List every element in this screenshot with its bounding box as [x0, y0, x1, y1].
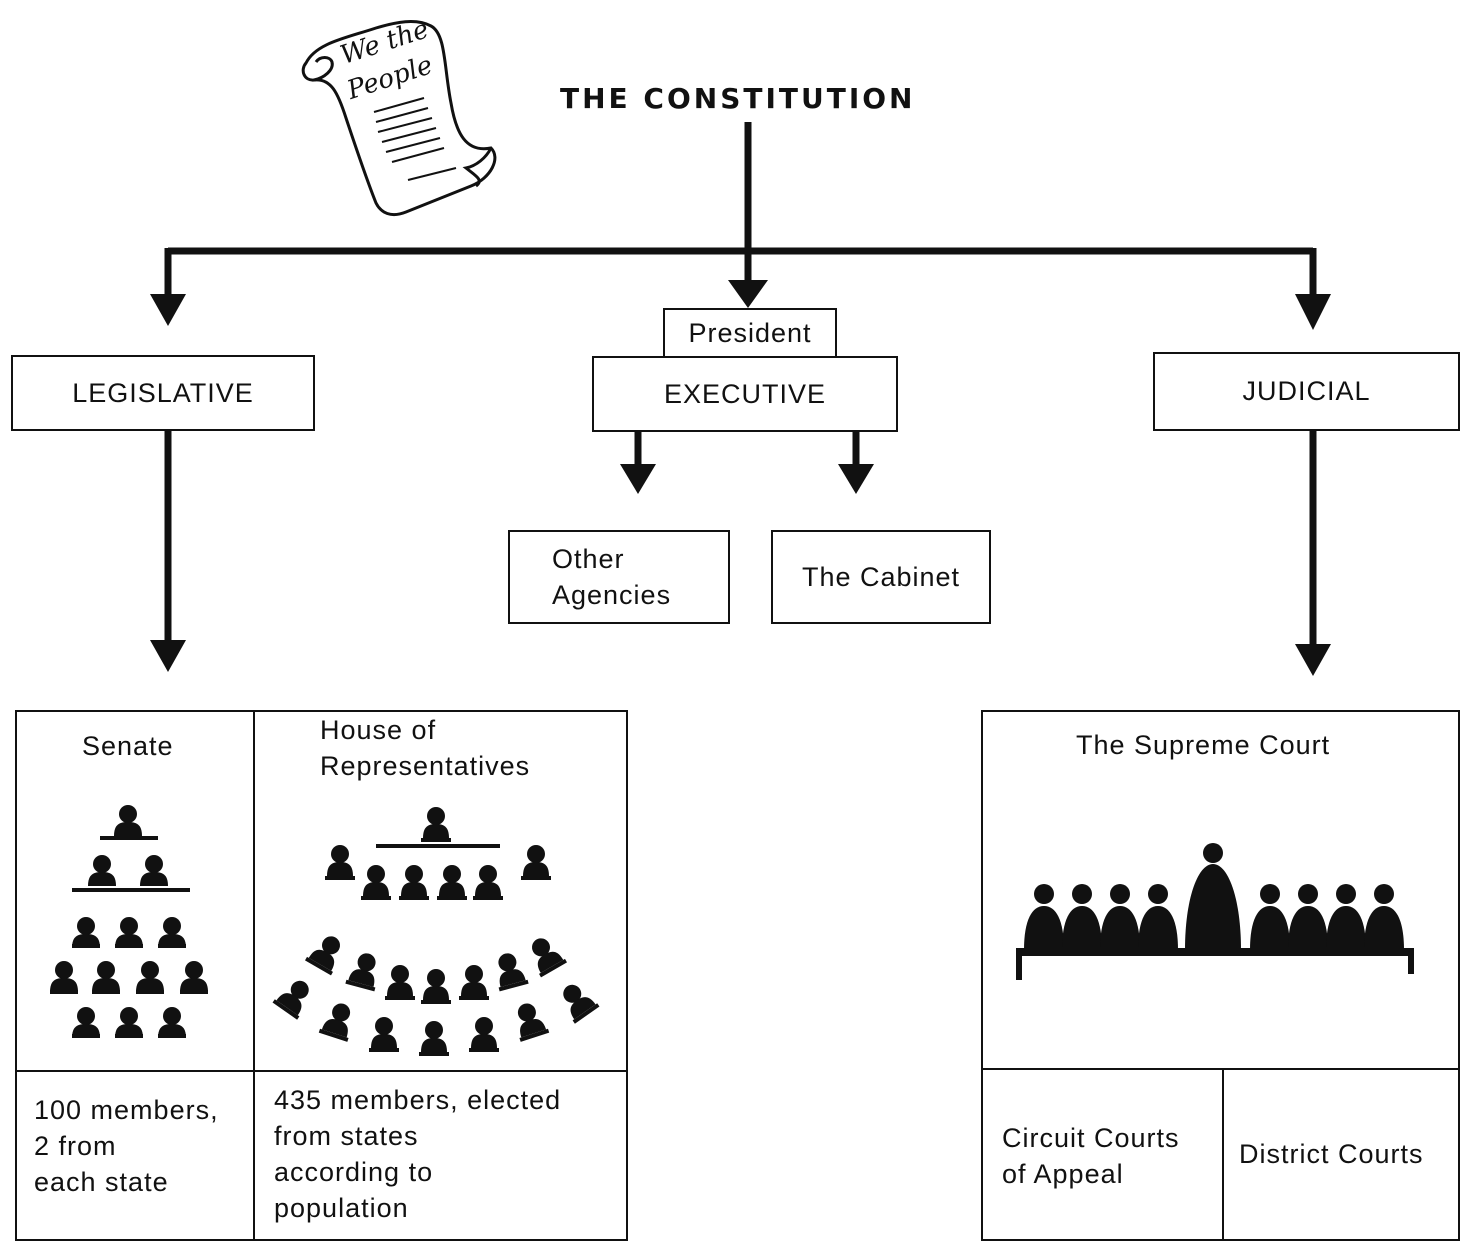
cabinet-box: The Cabinet — [771, 530, 991, 624]
executive-label: EXECUTIVE — [663, 378, 827, 409]
legislative-label: LEGISLATIVE — [72, 377, 254, 408]
congress-note-divider — [15, 1070, 628, 1072]
congress-panel — [15, 710, 628, 1241]
cabinet-label: The Cabinet — [801, 561, 961, 592]
house-note: 435 members, elected from states accordi… — [274, 1085, 562, 1223]
other-agencies-label: Other Agencies — [552, 544, 672, 610]
other-agencies-box: Other Agencies — [508, 530, 730, 624]
house-title: House of Representatives — [320, 715, 531, 781]
supreme-court-title: The Supreme Court — [1076, 730, 1331, 760]
circuit-courts-label: Circuit Courts of Appeal — [1002, 1123, 1180, 1189]
house-seating-icon — [272, 807, 600, 1056]
executive-box: EXECUTIVE — [592, 356, 898, 432]
judicial-box: JUDICIAL — [1153, 352, 1460, 431]
district-courts-label: District Courts — [1239, 1139, 1424, 1169]
lower-courts-divider — [1222, 1068, 1224, 1241]
senate-title: Senate — [82, 731, 174, 761]
courts-divider — [981, 1068, 1460, 1070]
supreme-court-justices-icon — [1016, 843, 1414, 980]
courts-panel — [981, 710, 1460, 1241]
judicial-label: JUDICIAL — [1242, 376, 1371, 406]
congress-divider — [253, 710, 255, 1241]
constitution-title: THE CONSTITUTION — [560, 82, 916, 115]
president-label: President — [688, 317, 812, 348]
legislative-box: LEGISLATIVE — [11, 355, 315, 431]
senate-note: 100 members, 2 from each state — [34, 1095, 219, 1197]
president-box: President — [663, 308, 837, 358]
we-the-people-scroll-icon: We the People — [301, 14, 497, 217]
senate-seating-icon — [50, 805, 208, 1038]
